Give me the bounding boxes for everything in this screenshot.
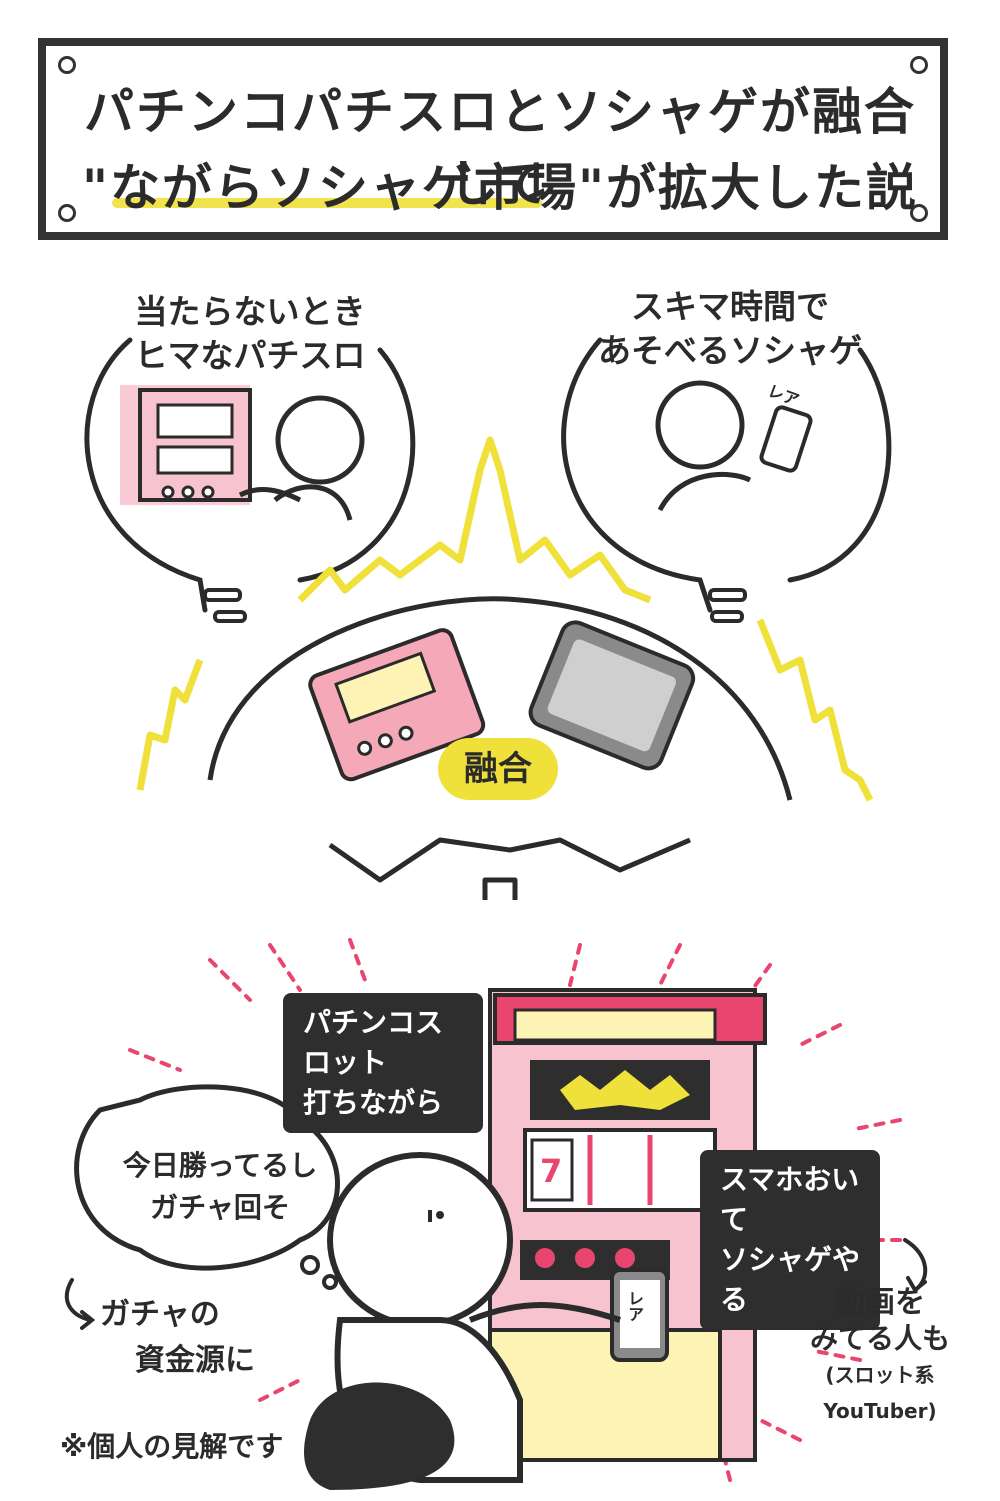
disclaimer: ※個人の見解です [60,1430,284,1463]
thought-line-2: ガチャ回そ [150,1191,290,1224]
note-right-line-3: (スロット系 [825,1363,935,1387]
speech-top: パチンコスロット 打ちながら [283,993,483,1133]
lower-phone-text: レア [625,1290,644,1322]
right-bubble-label: スキマ時間で あそべるソシャゲ [580,285,880,373]
speech-right-line-1: スマホおいて [720,1163,860,1236]
title-highlight [112,198,542,208]
rivet-top-right [910,56,928,74]
rivet-top-left [58,56,76,74]
right-bubble-line-2: あそべるソシャゲ [598,331,862,370]
thought-text: 今日勝ってるし ガチャ回そ [110,1145,330,1229]
title-line-1: パチンコパチスロとソシャゲが融合して [84,83,916,213]
note-left-line-1: ガチャの [100,1297,220,1332]
title-line-2: "ながらソシャゲ市場"が拡大した説 [81,159,919,217]
upper-illustration [84,337,892,900]
note-left-line-2: 資金源に [135,1343,255,1378]
right-bubble-line-1: スキマ時間で [631,287,829,326]
note-right-line-1: 動画を [835,1285,925,1320]
speech-top-line-1: パチンコスロット [303,1006,444,1079]
rivet-bottom-left [58,204,76,222]
left-bubble-line-2: ヒマなパチスロ [134,336,366,375]
speech-right-line-2: ソシャゲやる [720,1243,861,1316]
speech-top-line-2: 打ちながら [303,1086,444,1119]
note-right: 動画を みてる人も (スロット系 YouTuber) [800,1285,960,1429]
speech-right: スマホおいて ソシャゲやる [700,1150,880,1330]
left-bubble-label: 当たらないとき ヒマなパチスロ [110,290,390,378]
fusion-label: 融合 [438,738,558,800]
note-right-line-4: YouTuber) [823,1399,937,1423]
reel-seven: 7 [540,1152,563,1190]
rivet-bottom-right [910,204,928,222]
left-bubble-line-1: 当たらないとき [134,292,366,331]
note-left: ガチャの 資金源に [100,1292,255,1384]
note-right-line-2: みてる人も [809,1322,950,1355]
thought-line-1: 今日勝ってるし [122,1149,318,1182]
